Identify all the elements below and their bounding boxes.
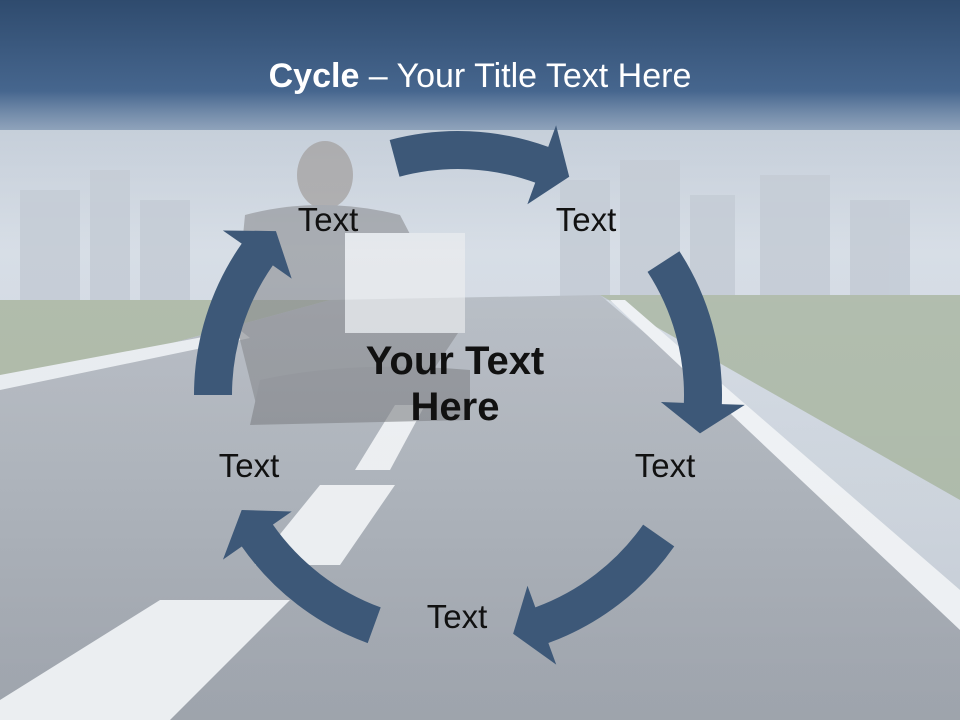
- center-text-line2: Here: [410, 385, 500, 429]
- cycle-arrow-icon[interactable]: [513, 524, 675, 665]
- center-text-line1: Your Text: [365, 339, 545, 383]
- cycle-node-1[interactable]: Text: [297, 201, 359, 238]
- title-bold: Cycle: [268, 57, 360, 95]
- cycle-arrows: [194, 125, 745, 665]
- title-bar: [0, 0, 960, 130]
- cycle-node-3[interactable]: Text: [634, 447, 696, 484]
- title-rest: – Your Title Text Here: [359, 57, 692, 95]
- slide-title[interactable]: Cycle – Your Title Text Here: [0, 52, 960, 100]
- cycle-node-4[interactable]: Text: [426, 598, 488, 635]
- cycle-node-5[interactable]: Text: [218, 447, 280, 484]
- cycle-arrow-icon[interactable]: [222, 510, 381, 644]
- cycle-node-2[interactable]: Text: [555, 201, 617, 238]
- center-text[interactable]: Your Text Here: [330, 338, 580, 430]
- cycle-arrow-icon[interactable]: [647, 251, 745, 434]
- cycle-arrow-icon[interactable]: [194, 230, 292, 395]
- cycle-arrow-icon[interactable]: [389, 125, 570, 205]
